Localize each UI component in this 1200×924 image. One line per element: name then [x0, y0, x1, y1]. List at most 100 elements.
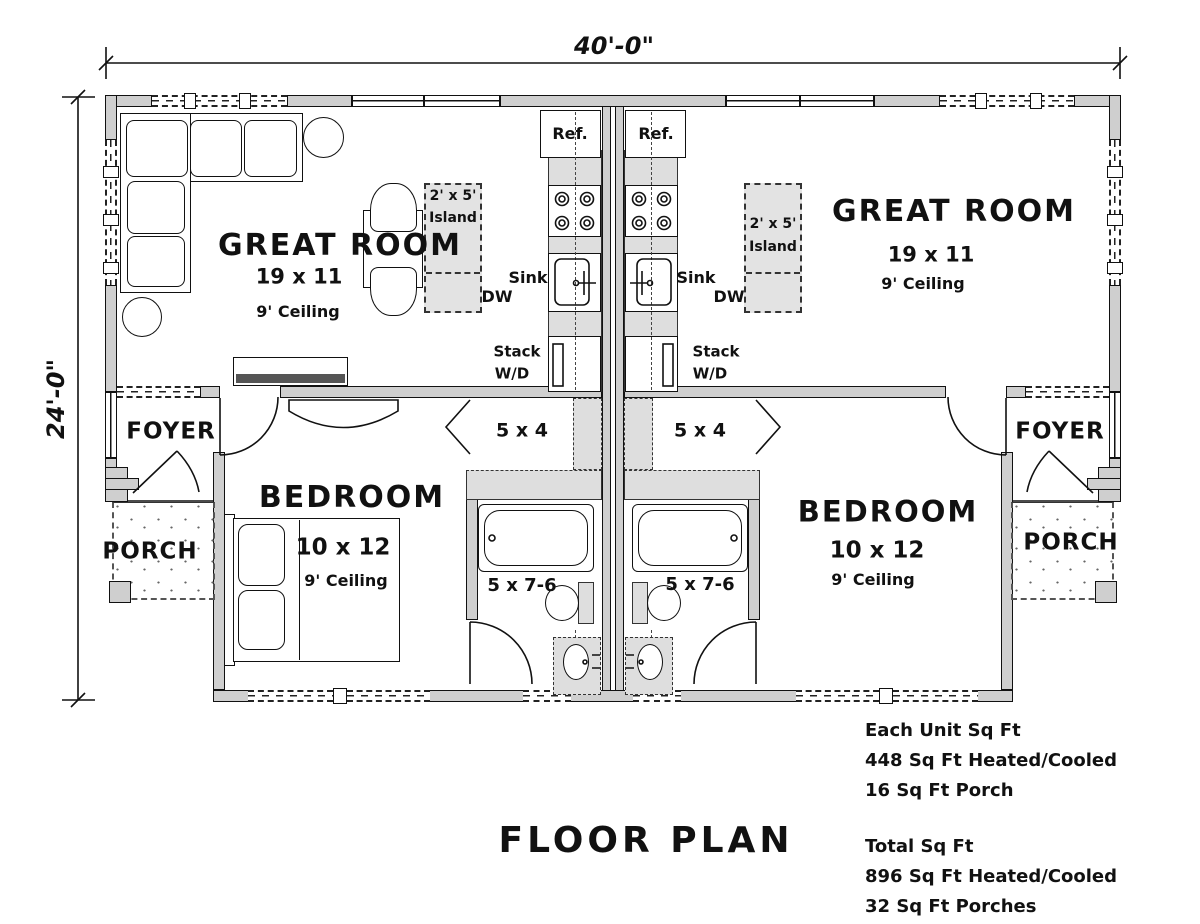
wall-plumbing — [466, 470, 602, 500]
wall-segment — [624, 386, 946, 398]
bed-fold-line — [299, 520, 300, 660]
island-right — [744, 183, 802, 313]
window-symbol — [1107, 262, 1123, 274]
window — [105, 392, 117, 458]
hall-size-right: 5 x 4 — [674, 419, 726, 442]
wd-label-left: W/D — [494, 364, 530, 383]
dim-width-label: 40'-0" — [574, 32, 654, 60]
window — [726, 95, 800, 107]
toilet-bowl-left — [545, 585, 579, 621]
toilet-bowl-right — [647, 585, 681, 621]
pillow — [238, 590, 285, 650]
wall-dashed — [117, 386, 200, 398]
island-label-right: Island — [749, 239, 797, 255]
door-jamb — [1087, 478, 1121, 490]
wall-segment — [874, 95, 940, 107]
window-band — [893, 690, 978, 702]
window-band — [940, 95, 1074, 107]
hall-size-left: 5 x 4 — [496, 419, 548, 442]
wall-plumbing — [624, 398, 653, 470]
window-symbol — [1107, 214, 1123, 226]
bedroom-ceiling-right: 9' Ceiling — [831, 570, 915, 589]
bathtub-inner — [484, 510, 588, 566]
dresser — [288, 399, 399, 429]
sofa-cushion — [127, 236, 185, 287]
window — [1109, 392, 1121, 458]
toilet-tank-right — [632, 582, 648, 624]
foyer-label-right: FOYER — [1015, 418, 1105, 445]
wall-segment — [1109, 285, 1121, 392]
wall-segment — [1006, 386, 1026, 398]
total-porches: 32 Sq Ft Porches — [865, 896, 1037, 917]
great-room-size-left: 19 x 11 — [255, 264, 343, 289]
island-label-left: Island — [429, 210, 477, 226]
centerline — [651, 112, 652, 390]
refrigerator-left — [540, 110, 601, 158]
total-heated: 896 Sq Ft Heated/Cooled — [865, 866, 1118, 887]
window-symbol — [239, 93, 251, 109]
ref-label-right: Ref. — [638, 124, 674, 143]
tv-console-front — [236, 374, 345, 383]
island-divider — [426, 272, 480, 274]
sqft-notes-each-unit: Each Unit Sq Ft 448 Sq Ft Heated/Cooled … — [865, 716, 1117, 806]
window-symbol — [879, 688, 893, 704]
great-room-ceiling-left: 9' Ceiling — [256, 302, 340, 321]
party-wall — [615, 106, 624, 702]
bedroom-ceiling-left: 9' Ceiling — [304, 571, 388, 590]
wall-segment — [500, 95, 726, 107]
porch-post-right — [1095, 581, 1117, 603]
window-band — [347, 690, 430, 702]
floor-plan-title: FLOOR PLAN — [498, 820, 794, 861]
dw-label-left: DW — [481, 287, 513, 306]
window-symbol — [333, 688, 347, 704]
bedroom-label-left: BEDROOM — [258, 480, 446, 515]
island-left — [424, 183, 482, 313]
vanity-sink-right — [637, 644, 663, 680]
great-room-label-right: GREAT ROOM — [832, 194, 1076, 229]
window — [800, 95, 874, 107]
party-wall — [602, 106, 611, 702]
window-symbol — [184, 93, 196, 109]
dining-chair — [370, 267, 417, 316]
window-band — [796, 690, 879, 702]
door-jamb — [105, 478, 139, 490]
wall-dashed — [1026, 386, 1109, 398]
stack-label-right: Stack — [692, 342, 740, 361]
each-unit-heated: 448 Sq Ft Heated/Cooled — [865, 750, 1118, 771]
refrigerator-right — [625, 110, 686, 158]
vanity-sink-left — [563, 644, 589, 680]
window-symbol — [1030, 93, 1042, 109]
toilet-tank-left — [578, 582, 594, 624]
bathtub-inner — [638, 510, 742, 566]
window — [424, 95, 500, 107]
bedroom-size-right: 10 x 12 — [829, 537, 925, 564]
window-symbol — [103, 214, 119, 226]
wall-segment — [280, 386, 602, 398]
wall-segment — [1109, 95, 1121, 140]
wall-segment — [105, 95, 117, 140]
sofa-cushion — [190, 120, 242, 177]
stack-label-left: Stack — [493, 342, 541, 361]
porch-label-right: PORCH — [1023, 529, 1119, 556]
each-unit-header: Each Unit Sq Ft — [865, 720, 1021, 741]
sink-label-right: Sink — [676, 268, 716, 287]
window-symbol — [103, 166, 119, 178]
dim-height-label: 24'-0" — [42, 359, 70, 439]
window-band — [152, 95, 287, 107]
window-symbol — [1107, 166, 1123, 178]
side-table — [303, 117, 344, 158]
island-size-left: 2' x 5' — [429, 188, 477, 204]
wall-plumbing — [624, 470, 760, 500]
porch-label-left: PORCH — [102, 538, 198, 565]
wall-segment — [287, 95, 352, 107]
wall-segment — [105, 285, 117, 392]
side-table — [122, 297, 162, 337]
wd-label-right: W/D — [692, 364, 728, 383]
foyer-label-left: FOYER — [126, 418, 216, 445]
wall-segment — [200, 386, 220, 398]
sqft-notes-total: Total Sq Ft 896 Sq Ft Heated/Cooled 32 S… — [865, 832, 1117, 922]
bath-size-right: 5 x 7-6 — [665, 574, 735, 595]
island-divider — [746, 272, 800, 274]
porch-post-left — [109, 581, 131, 603]
wall-plumbing — [573, 398, 602, 470]
